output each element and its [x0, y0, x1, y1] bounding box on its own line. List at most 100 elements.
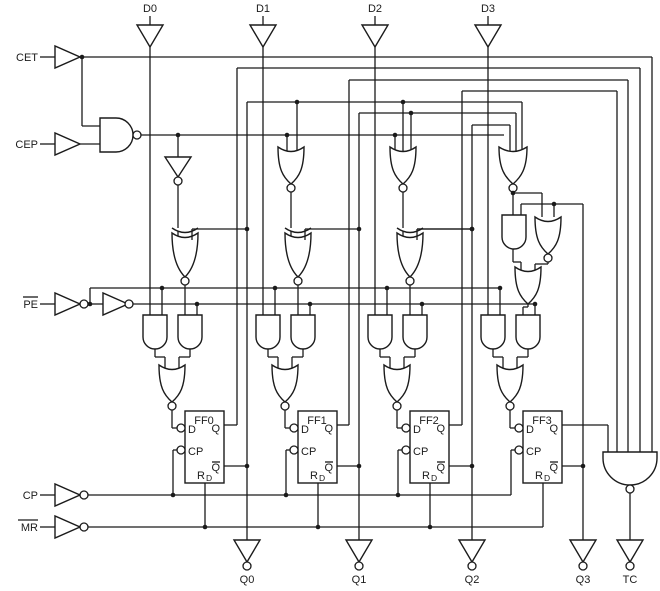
ff2-pin-cp: CP [413, 446, 428, 458]
bit2-mux-nor-gate [383, 363, 411, 403]
ff2-pin-rd: R [422, 470, 430, 482]
ff3-pin-rd: R [535, 470, 543, 482]
output-label-q1: Q1 [352, 574, 367, 586]
inverter-bubble [354, 561, 364, 571]
input-label-mr: MR [21, 522, 38, 534]
ff1-box [297, 410, 338, 484]
bit2-count-and-gate [402, 314, 428, 350]
ff3-pin-d: D [526, 424, 534, 436]
ff1-pin-q: Q [324, 423, 333, 435]
input-label-d2: D2 [368, 3, 382, 15]
junction-dot [283, 492, 289, 498]
tc-output-buffer [615, 539, 645, 564]
ff1-pin-qbar: Q [324, 462, 333, 474]
nor-output-bubble [286, 183, 296, 193]
junction-dot [170, 492, 176, 498]
xnor-output-bubble [293, 276, 303, 286]
bit1-mux-nor-gate [271, 363, 299, 403]
ff2-d-pin-bubble [401, 423, 411, 433]
nor-output-bubble [167, 401, 177, 411]
input-label-d1: D1 [256, 3, 270, 15]
nor-output-bubble [280, 401, 290, 411]
cep-cet-nand-gate [99, 117, 134, 153]
junction-dot [408, 110, 414, 116]
ff1-cp-pin-bubble [289, 445, 299, 455]
bit0-load-and-gate [142, 314, 168, 350]
ff0-pin-cp: CP [188, 446, 203, 458]
junction-dot [194, 301, 200, 307]
ff0-pin-d: D [188, 424, 196, 436]
bit3-xnor-or-gate [514, 265, 542, 305]
output-label-q0: Q0 [240, 574, 255, 586]
ff0-pin-rd-sub: D [206, 473, 212, 483]
nor-output-bubble [543, 253, 553, 263]
ff0-d-pin-bubble [176, 423, 186, 433]
junction-dot [384, 285, 390, 291]
cet-input-buffer [54, 44, 82, 70]
output-label-tc: TC [623, 574, 638, 586]
bit3-xnor-nor-gate [534, 215, 562, 255]
q0-output-buffer [232, 539, 262, 564]
ff3-cp-pin-bubble [514, 445, 524, 455]
q2-output-buffer [457, 539, 487, 564]
bit0-carry-inverter [163, 156, 193, 179]
output-label-q3: Q3 [576, 574, 591, 586]
junction-dot [244, 226, 250, 232]
junction-dot [532, 301, 538, 307]
bit3-carry-nor-gate [498, 145, 528, 185]
d1-input-buffer [248, 24, 278, 49]
tc-nand-bubble [625, 484, 635, 494]
nor-output-bubble [392, 401, 402, 411]
junction-dot [497, 285, 503, 291]
junction-dot [307, 301, 313, 307]
input-label-cet: CET [16, 52, 38, 64]
bit1-carry-nor-gate [277, 145, 305, 185]
ff0-pin-rd: R [197, 470, 205, 482]
ff1-pin-d: D [301, 424, 309, 436]
ff3-pin-rd-sub: D [544, 473, 550, 483]
junction-dot [159, 285, 165, 291]
ff3-pin-qbar: Q [549, 462, 558, 474]
d0-input-buffer [135, 24, 165, 49]
bit1-xnor-gate [284, 231, 312, 278]
xnor-output-bubble [180, 276, 190, 286]
xnor-output-bubble [405, 276, 415, 286]
ff0-cp-pin-bubble [176, 445, 186, 455]
junction-dot [356, 226, 362, 232]
junction-dot [580, 463, 586, 469]
ff3-pin-cp: CP [526, 446, 541, 458]
bit2-carry-nor-gate [389, 145, 417, 185]
pe-inverter-1 [54, 291, 82, 317]
inverter-bubble [124, 299, 134, 309]
junction-dot [202, 524, 208, 530]
q3-output-buffer [568, 539, 598, 564]
d3-input-buffer [473, 24, 503, 49]
junction-dot [392, 132, 398, 138]
ff1-d-pin-bubble [289, 423, 299, 433]
bit3-mux-nor-gate [496, 363, 524, 403]
junction-dot [427, 524, 433, 530]
ff2-pin-d: D [413, 424, 421, 436]
ff2-name: FF2 [419, 415, 439, 427]
junction-dot [356, 463, 362, 469]
junction-dot [395, 492, 401, 498]
junction-dot [469, 226, 475, 232]
pe-inverter-2 [102, 291, 130, 317]
bit1-count-and-gate [290, 314, 316, 350]
inverter-bubble [79, 522, 89, 532]
ff2-pin-q: Q [436, 423, 445, 435]
inverter-bubble [79, 490, 89, 500]
input-label-pe: PE [23, 299, 38, 311]
ff3-pin-q: Q [549, 423, 558, 435]
input-label-d3: D3 [481, 3, 495, 15]
cep-input-buffer [54, 131, 82, 157]
junction-dot [315, 524, 321, 530]
ff3-d-pin-bubble [514, 423, 524, 433]
inverter-bubble [625, 561, 635, 571]
bit3-xnor-and-gate [501, 214, 527, 250]
nor-output-bubble [505, 401, 515, 411]
junction-dot [294, 99, 300, 105]
mr-inverter [54, 514, 82, 540]
